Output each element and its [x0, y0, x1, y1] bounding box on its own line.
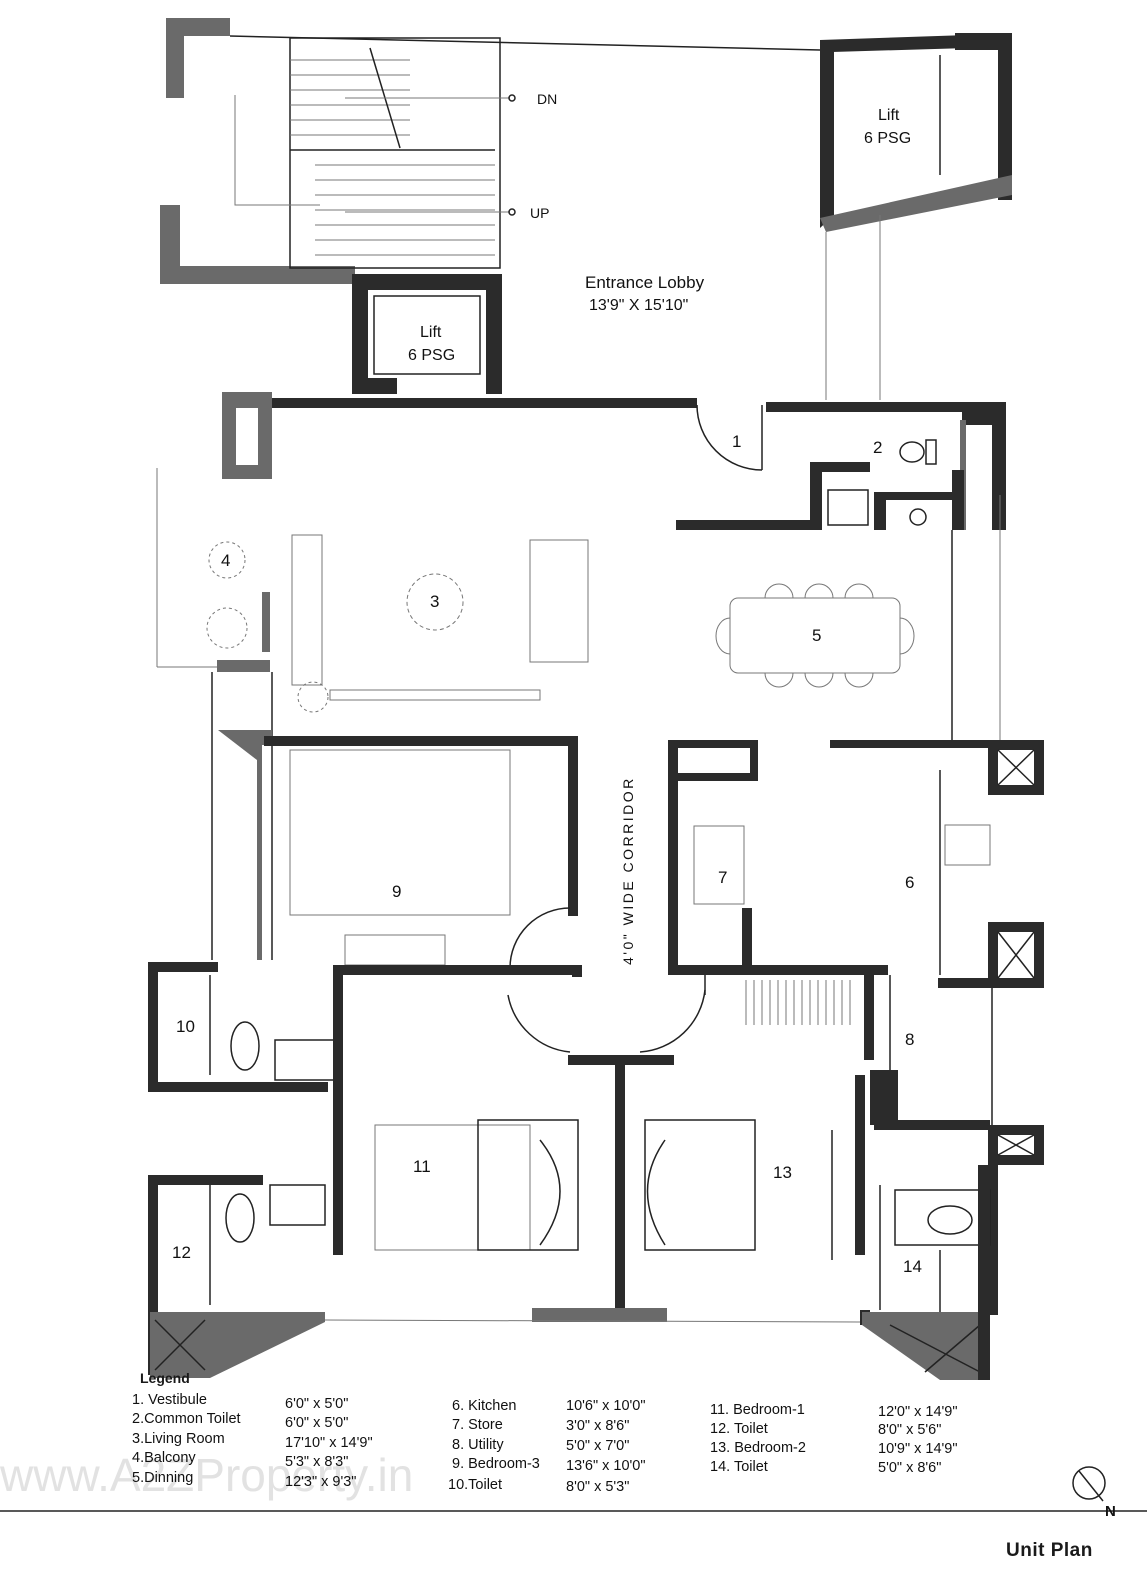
room-number-4: 4 [221, 551, 230, 570]
corridor-door-arc-left [507, 994, 571, 1053]
legend-item: 12. Toilet [710, 1421, 768, 1437]
dining-table [715, 583, 915, 688]
room-number-14: 14 [903, 1257, 922, 1276]
legend-item: 9. Bedroom-3 [452, 1456, 540, 1472]
entrance-lobby-name: Entrance Lobby [585, 273, 705, 292]
bedroom-2-walls [644, 1075, 865, 1260]
legend-item-size: 3'0" x 8'6" [566, 1418, 630, 1434]
room-number-3: 3 [430, 592, 439, 611]
legend-item-size: 10'6" x 10'0" [566, 1398, 646, 1414]
room-number-5: 5 [812, 626, 821, 645]
room-number-9: 9 [392, 882, 401, 901]
legend-item-size: 17'10" x 14'9" [285, 1435, 373, 1451]
legend-item-size: 6'0" x 5'0" [285, 1396, 349, 1412]
legend-item-size: 10'9" x 14'9" [878, 1441, 958, 1457]
stairs-dn-label: DN [537, 91, 557, 107]
legend-item: 14. Toilet [710, 1459, 768, 1475]
toilet-10-walls [148, 962, 341, 1092]
lift-shaft-centre [352, 274, 502, 394]
legend-item-size: 13'6" x 10'0" [566, 1458, 646, 1474]
lift-shaft-top [820, 33, 1012, 400]
room-number-11: 11 [413, 1157, 431, 1176]
store-kitchen-walls [668, 740, 1044, 988]
legend-item-size: 12'3" x 9'3" [285, 1474, 357, 1490]
lift-top-name: Lift [878, 107, 900, 124]
legend-item: 8. Utility [452, 1437, 504, 1453]
north-label: N [1105, 1503, 1116, 1520]
bedroom-3-walls [218, 730, 578, 969]
utility-walls [745, 975, 1044, 1315]
legend-item-size: 5'0" x 8'6" [878, 1460, 942, 1476]
legend-item: 13. Bedroom-2 [710, 1440, 806, 1456]
stairs-up-label: UP [530, 205, 549, 221]
lift-centre-name: Lift [420, 324, 442, 341]
legend-title: Legend [140, 1370, 190, 1386]
north-arrow-icon: N [1072, 1466, 1116, 1520]
unit-outer-walls [156, 392, 1006, 960]
room-number-6: 6 [905, 873, 914, 892]
legend-item: 10.Toilet [448, 1477, 503, 1493]
legend-item: 2.Common Toilet [132, 1411, 241, 1427]
toilet-14-walls [860, 1165, 991, 1380]
legend-item-size: 5'3" x 8'3" [285, 1454, 349, 1470]
bedroom-1-walls [333, 965, 582, 1255]
legend-item: 11. Bedroom-1 [710, 1402, 805, 1418]
entrance-lobby-size: 13'9" X 15'10" [589, 297, 688, 314]
bottom-wall-centre [532, 1308, 667, 1322]
legend-item: 7. Store [452, 1417, 503, 1433]
room-number-8: 8 [905, 1030, 914, 1049]
legend-item-size: 12'0" x 14'9" [878, 1404, 958, 1420]
room-number-1: 1 [732, 432, 741, 451]
vestibule-toilet-walls [676, 404, 964, 530]
legend-item: 6. Kitchen [452, 1398, 517, 1414]
room-number-13: 13 [773, 1163, 792, 1182]
unit-plan-title: Unit Plan [1006, 1540, 1093, 1561]
lift-top-capacity: 6 PSG [864, 130, 911, 147]
room-number-7: 7 [718, 868, 727, 887]
legend-item-size: 8'0" x 5'3" [566, 1479, 630, 1495]
corridor-label: 4'0" WIDE CORRIDOR [620, 776, 636, 965]
watermark: www.A2ZProperty.in [0, 1449, 414, 1501]
legend-item: 5.Dinning [132, 1470, 194, 1486]
room-number-12: 12 [172, 1243, 191, 1262]
corridor-door-arc-right [639, 989, 706, 1053]
toilet-12-walls [148, 1175, 326, 1378]
legend-item: 3.Living Room [132, 1431, 225, 1447]
living-furniture [206, 534, 589, 713]
legend-item: 1. Vestibule [132, 1392, 207, 1408]
staircase [160, 18, 821, 284]
legend-item: 4.Balcony [132, 1450, 196, 1466]
legend-item-size: 6'0" x 5'0" [285, 1415, 349, 1431]
t-wall-stem [615, 1060, 625, 1315]
room-number-10: 10 [176, 1017, 195, 1036]
legend-item-size: 8'0" x 5'6" [878, 1422, 942, 1438]
legend-item-size: 5'0" x 7'0" [566, 1438, 630, 1454]
lift-centre-capacity: 6 PSG [408, 347, 455, 364]
room-number-2: 2 [873, 438, 882, 457]
